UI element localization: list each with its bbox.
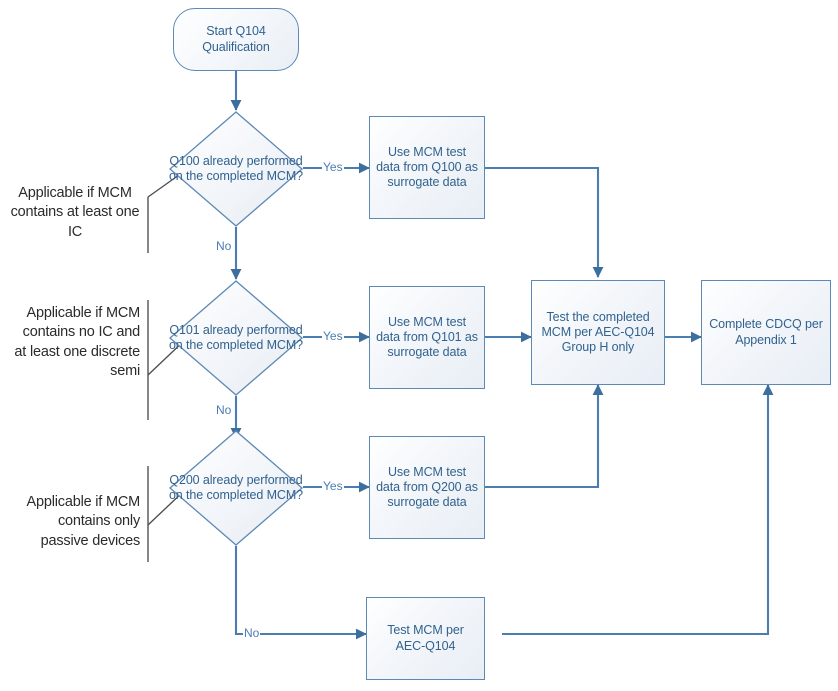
node-decision-q100[interactable]: Q100 already performed on the completed …	[168, 110, 304, 228]
node-decision-q100-label: Q100 already performed on the completed …	[168, 153, 304, 183]
edge-p-q100-to-grouph	[485, 166, 604, 278]
diamond-q100-shape	[169, 111, 303, 227]
node-use-mcm-data-q200-label: Use MCM test data from Q200 as surrogate…	[376, 464, 478, 510]
node-test-completed-mcm-group-h[interactable]: Test the completed MCM per AEC-Q104 Grou…	[531, 280, 665, 385]
note-applicable-at-least-one-ic: Applicable if MCM contains at least one …	[10, 185, 140, 240]
node-start-q104-qualification[interactable]: Start Q104 Qualification	[173, 8, 299, 71]
node-complete-cdcq[interactable]: Complete CDCQ per Appendix 1	[701, 280, 831, 385]
edge-label-no-q200: No	[243, 626, 261, 640]
node-use-mcm-data-q100-label: Use MCM test data from Q100 as surrogate…	[376, 144, 478, 190]
diamond-q101-shape	[169, 280, 303, 396]
node-decision-q200[interactable]: Q200 already performed on the completed …	[168, 429, 304, 547]
node-decision-q200-label: Q200 already performed on the completed …	[168, 472, 304, 502]
node-test-completed-mcm-group-h-label: Test the completed MCM per AEC-Q104 Grou…	[541, 309, 655, 355]
node-decision-q101-label: Q101 already performed on the completed …	[168, 322, 304, 352]
edge-label-yes-q200: Yes	[322, 479, 344, 493]
note-applicable-only-passive: Applicable if MCM contains only passive …	[26, 494, 141, 549]
edge-label-yes-q101: Yes	[322, 329, 344, 343]
note-applicable-no-ic-discrete-semi: Applicable if MCM contains no IC and at …	[14, 305, 140, 380]
node-test-mcm-per-aec-q104-label: Test MCM per AEC-Q104	[387, 623, 464, 653]
node-complete-cdcq-label: Complete CDCQ per Appendix 1	[709, 317, 823, 347]
edge-label-no-q101: No	[215, 403, 233, 417]
edge-p-q200-to-grouph	[485, 384, 604, 489]
node-use-mcm-data-q101[interactable]: Use MCM test data from Q101 as surrogate…	[369, 286, 485, 389]
edge-testmcm-to-cdcq	[502, 384, 774, 636]
edge-q200-no	[234, 546, 367, 640]
node-use-mcm-data-q100[interactable]: Use MCM test data from Q100 as surrogate…	[369, 116, 485, 219]
node-start-label: Start Q104 Qualification	[202, 24, 270, 54]
diamond-q200-shape	[169, 430, 303, 546]
node-decision-q101[interactable]: Q101 already performed on the completed …	[168, 279, 304, 397]
edge-label-yes-q100: Yes	[322, 160, 344, 174]
node-test-mcm-per-aec-q104[interactable]: Test MCM per AEC-Q104	[366, 597, 485, 680]
node-use-mcm-data-q101-label: Use MCM test data from Q101 as surrogate…	[376, 314, 478, 360]
edge-label-no-q100: No	[215, 239, 233, 253]
node-use-mcm-data-q200[interactable]: Use MCM test data from Q200 as surrogate…	[369, 436, 485, 539]
